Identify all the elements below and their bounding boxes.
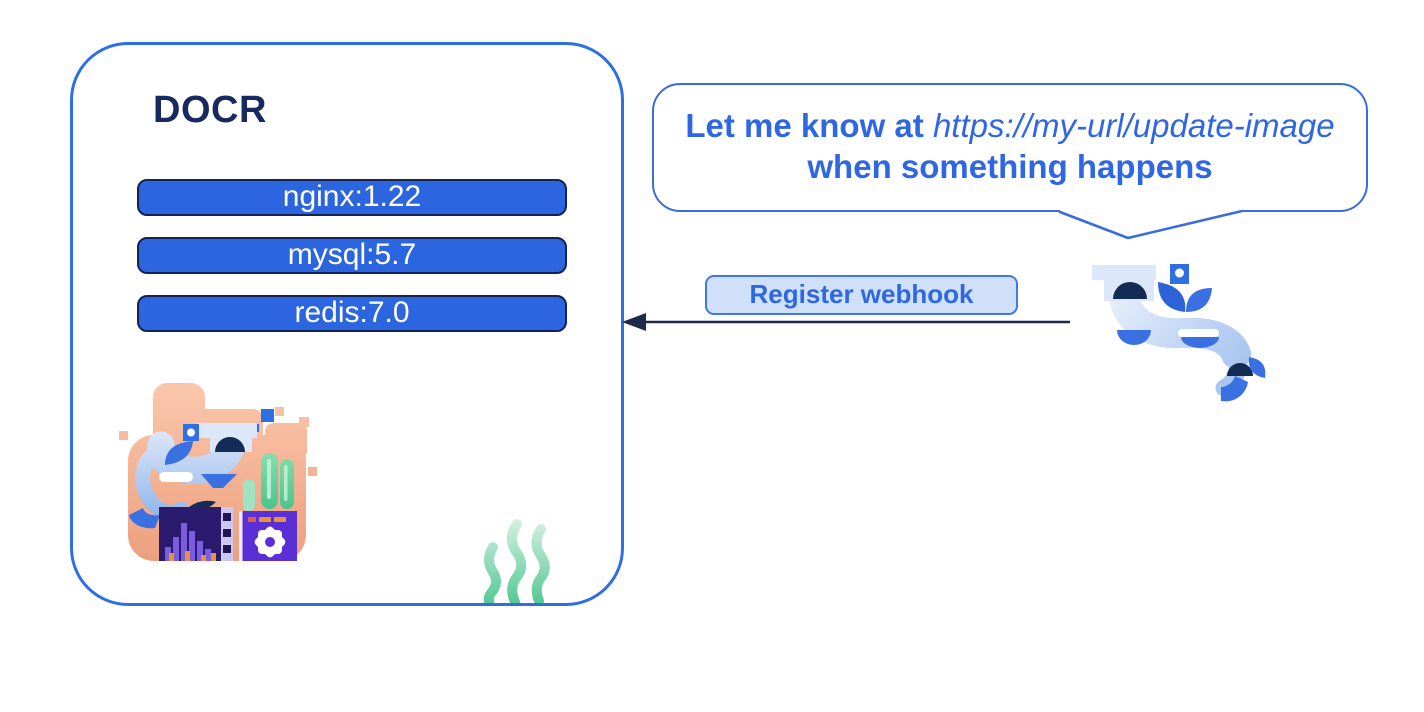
registry-title: DOCR (153, 89, 267, 131)
speech-bubble-tail (1058, 200, 1244, 240)
bubble-text-line2: when something happens (807, 148, 1213, 185)
seaweed-icon (483, 519, 550, 603)
arrow-left-icon (622, 313, 1070, 331)
image-tag-pill: nginx:1.22 (137, 179, 567, 216)
image-tag-pill: redis:7.0 (137, 295, 567, 332)
bubble-url-text: https://my-url/update-image (932, 107, 1335, 144)
bubble-text-prefix: Let me know at (685, 107, 924, 144)
register-webhook-label: Register webhook (705, 275, 1018, 315)
sammy-shark-icon (1092, 264, 1266, 402)
bubble-line-1: Let me know at https://my-url/update-ima… (654, 105, 1366, 146)
registry-shark-illustration-icon (119, 383, 317, 561)
docr-registry-box: DOCR nginx:1.22 mysql:5.7 redis:7.0 (70, 42, 624, 606)
image-tag-pill: mysql:5.7 (137, 237, 567, 274)
speech-bubble: Let me know at https://my-url/update-ima… (652, 83, 1368, 212)
